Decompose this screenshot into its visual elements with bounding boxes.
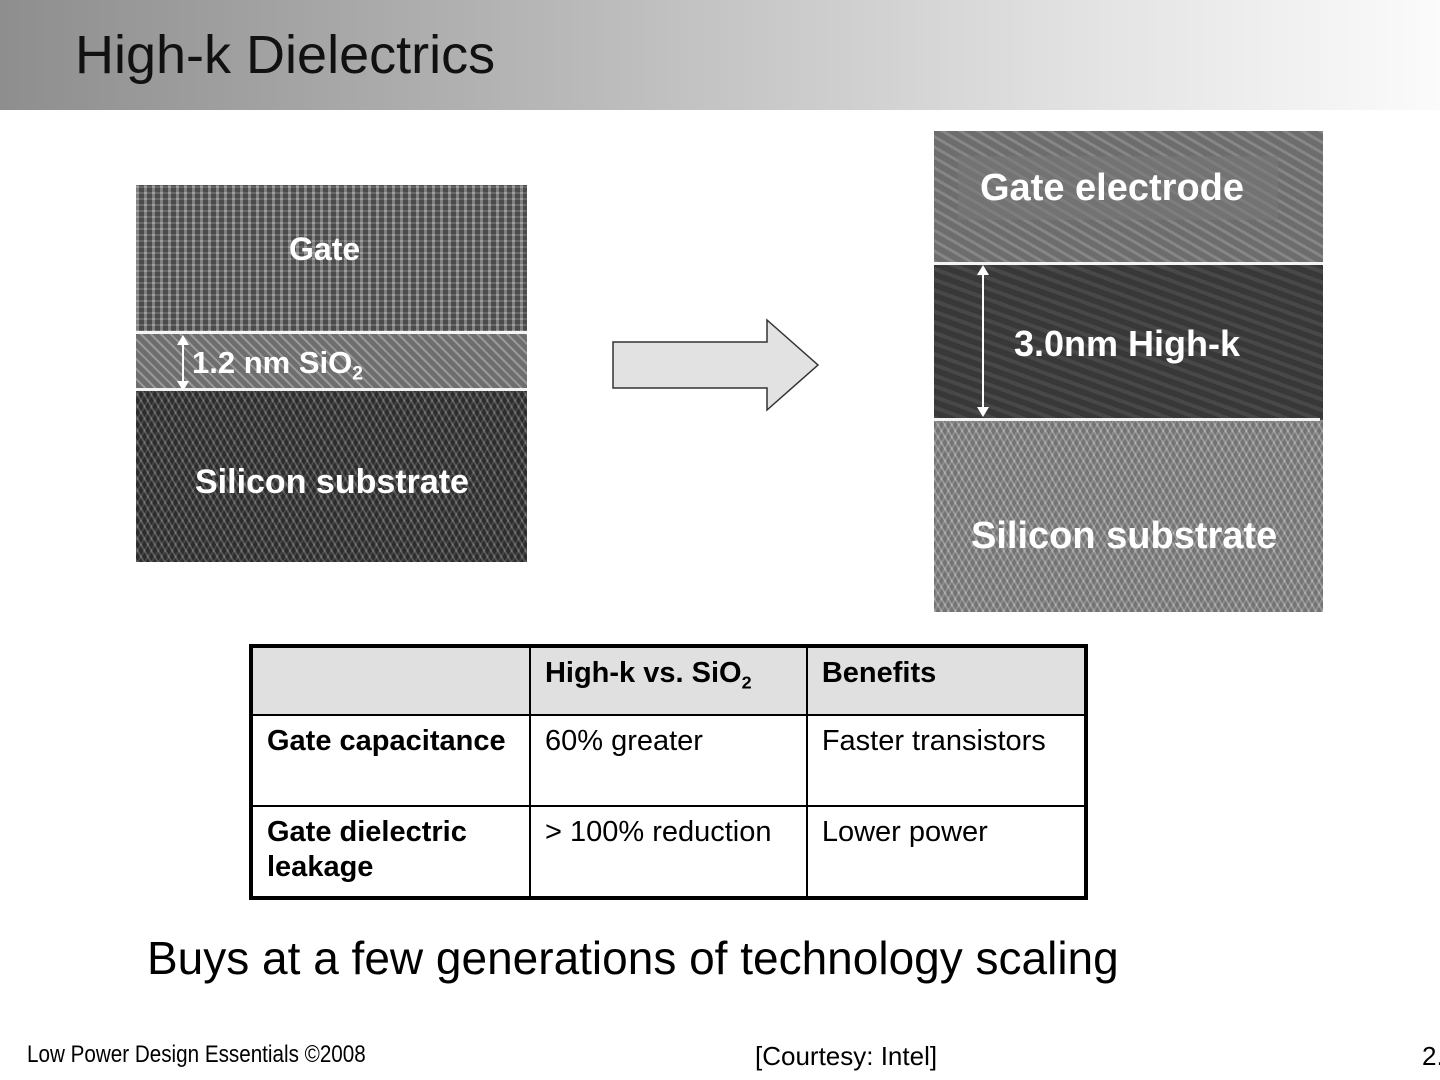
thickness-arrow-down-icon: [977, 407, 989, 417]
interface-line-top: [934, 262, 1323, 265]
interface-line-top: [136, 331, 527, 334]
substrate-label: Silicon substrate: [971, 515, 1277, 557]
highk-label: 3.0nm High-k: [1014, 324, 1240, 364]
row-label: Gate capacitance: [251, 715, 530, 806]
header-cell-benefits: Benefits: [807, 646, 1086, 715]
table-row: Gate capacitance 60% greater Faster tran…: [251, 715, 1086, 806]
header-cell-empty: [251, 646, 530, 715]
highk-micrograph: Gate electrode 3.0nm High-k Silicon subs…: [934, 131, 1323, 612]
interface-line-bottom: [136, 388, 527, 391]
interface-line-bottom: [934, 418, 1320, 421]
slide-title: High-k Dielectrics: [75, 24, 495, 86]
row-benefit: Faster transistors: [807, 715, 1086, 806]
page-number: 2.: [1422, 1040, 1440, 1072]
thickness-arrow-line: [982, 273, 984, 409]
gate-label: Gate: [289, 231, 360, 267]
summary-text: Buys at a few generations of technology …: [147, 930, 1119, 986]
comparison-table: High-k vs. SiO2 Benefits Gate capacitanc…: [249, 644, 1088, 900]
gate-electrode-label: Gate electrode: [980, 167, 1244, 209]
row-comparison: > 100% reduction: [530, 806, 807, 898]
thickness-arrow-line: [182, 343, 184, 383]
table-header-row: High-k vs. SiO2 Benefits: [251, 646, 1086, 715]
header-cell-comparison: High-k vs. SiO2: [530, 646, 807, 715]
oxide-label: 1.2 nm SiO2: [192, 345, 363, 381]
footer-copyright: Low Power Design Essentials ©2008: [27, 1040, 366, 1070]
row-comparison: 60% greater: [530, 715, 807, 806]
table-row: Gate dielectric leakage > 100% reduction…: [251, 806, 1086, 898]
footer-courtesy: [Courtesy: Intel]: [755, 1040, 937, 1072]
row-benefit: Lower power: [807, 806, 1086, 898]
row-label: Gate dielectric leakage: [251, 806, 530, 898]
sio2-micrograph: Gate 1.2 nm SiO2 Silicon substrate: [136, 185, 527, 562]
thickness-arrow-down-icon: [177, 381, 189, 391]
right-arrow-icon: [611, 318, 821, 412]
substrate-label: Silicon substrate: [195, 463, 469, 501]
